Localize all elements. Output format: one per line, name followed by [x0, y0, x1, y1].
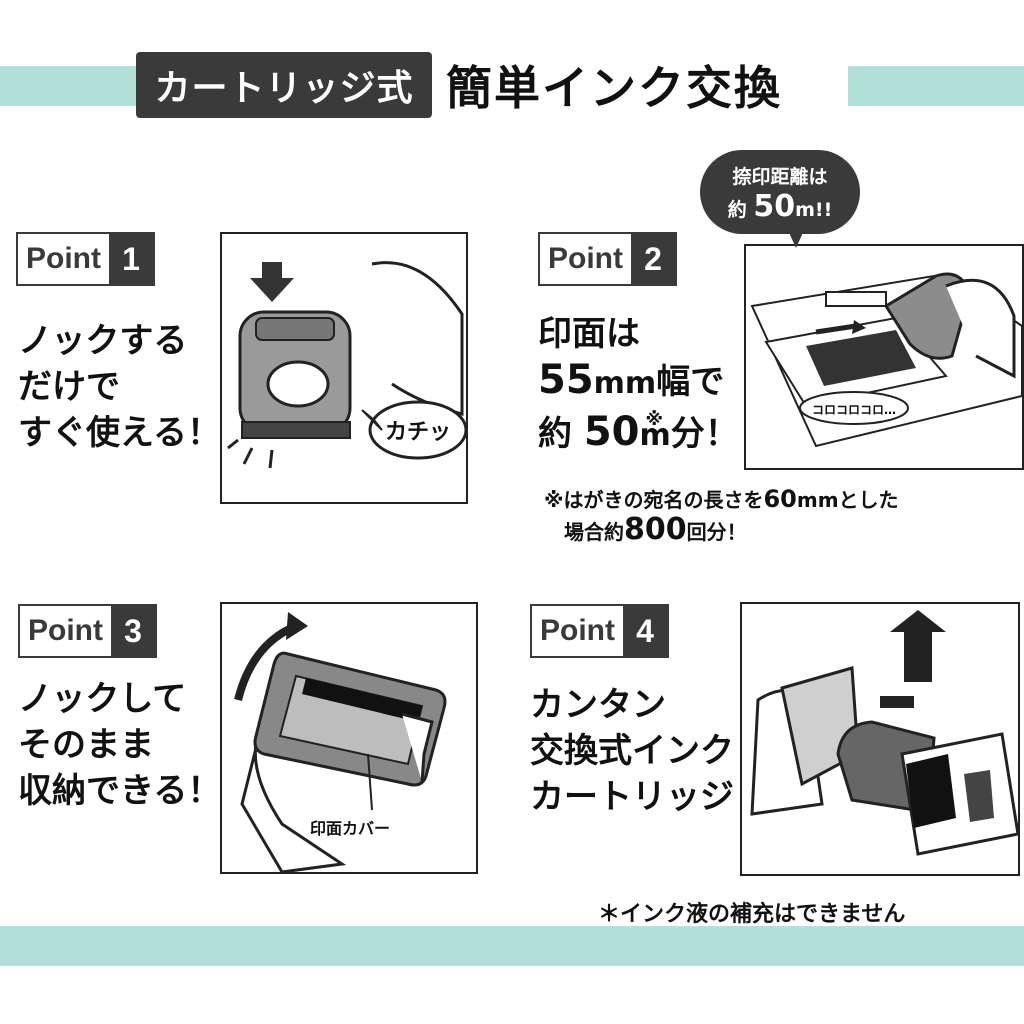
postcard-note-line2: 場合約800回分！ — [564, 512, 747, 547]
point-2-number: 2 — [631, 234, 675, 284]
point-2-line: 印面は — [538, 314, 640, 354]
point-3-label: Point — [28, 614, 103, 647]
roll-sound-text: コロコロコロ… — [812, 403, 896, 417]
point-4-line: カンタン — [530, 685, 666, 725]
point-3-number: 3 — [111, 606, 155, 656]
point-4-line: カートリッジ — [530, 777, 734, 817]
hand-shape — [371, 261, 464, 416]
speech-bubble — [368, 400, 466, 460]
point-4-illustration — [740, 602, 1020, 876]
note-count-value: 800 — [624, 512, 687, 547]
point-1-badge: Point 1 — [16, 232, 155, 286]
page-title: 簡単インク交換 — [446, 61, 782, 115]
distance-bubble-line1: 捺印距離は — [732, 166, 828, 188]
bottom-band — [0, 926, 1024, 966]
point-2-text: 印面は 55mm幅で 約 50m※ 分！ — [538, 310, 739, 460]
print-distance-value: 50 — [583, 409, 640, 455]
point-4-label: Point — [540, 614, 615, 647]
point-3-line: 収納できる！ — [18, 771, 222, 811]
point-4-badge: Point 4 — [530, 604, 669, 658]
print-distance-tail: 分！ — [670, 414, 739, 454]
point-1-line: ノックする — [18, 321, 188, 361]
point-1-line: すぐ使える！ — [18, 413, 221, 453]
point-2-label: Point — [548, 242, 623, 275]
distance-bubble-value: 50 — [753, 189, 796, 224]
cartridge-type-badge: カートリッジ式 — [136, 52, 432, 118]
point-3-line: そのまま — [18, 725, 154, 765]
click-sound-text: カチッ — [385, 420, 451, 445]
point-4-number: 4 — [623, 606, 667, 656]
distance-bubble-tail: m!! — [795, 199, 833, 221]
down-arrow-icon — [250, 262, 294, 302]
note-pre: ※はがきの宛名の長さを — [544, 488, 764, 512]
point-2-illustration: コロコロコロ… — [744, 244, 1024, 470]
point-1-line: だけで — [18, 367, 120, 407]
note-length-value: 60 — [763, 485, 797, 513]
point-3-text: ノックして そのまま 収納できる！ — [18, 676, 221, 814]
approx-label: 約 — [538, 414, 572, 454]
note-count-pre: 場合約 — [564, 520, 624, 544]
distance-bubble-tail-shape — [786, 226, 806, 248]
point-1-text: ノックする だけで すぐ使える！ — [18, 318, 221, 456]
point-3-line: ノックして — [18, 679, 187, 719]
top-band-right — [848, 66, 1024, 106]
roll-bubble — [799, 391, 909, 425]
point-1-label: Point — [26, 242, 101, 275]
point-1-illustration: カチッ — [220, 232, 468, 504]
up-arrow-icon — [890, 610, 946, 682]
refill-warning: ＊インク液の補充はできません — [598, 902, 906, 927]
point-2-badge: Point 2 — [538, 232, 677, 286]
print-width-unit: mm — [593, 366, 657, 401]
distance-bubble-approx: 約 — [727, 199, 747, 221]
point-4-line: 交換式インク — [530, 731, 734, 771]
top-band-left — [0, 66, 140, 106]
point-4-text: カンタン 交換式インク カートリッジ — [530, 682, 734, 820]
note-count-post: 回分！ — [686, 520, 747, 544]
point-3-badge: Point 3 — [18, 604, 157, 658]
postcard-note-line1: ※はがきの宛名の長さを60mmとした — [544, 484, 899, 513]
stamp-rolling — [883, 272, 972, 360]
printed-area — [806, 330, 916, 386]
point-3-illustration: 印面カバー — [220, 602, 478, 874]
print-width-word: 幅で — [656, 362, 725, 402]
footnote-mark: ※ — [645, 409, 664, 430]
distance-bubble: 捺印距離は 約 50m!! — [700, 150, 860, 234]
note-post: mmとした — [796, 488, 899, 512]
print-cover-label: 印面カバー — [310, 819, 390, 838]
print-width-value: 55 — [538, 357, 594, 403]
cartridge-type-label: カートリッジ式 — [154, 68, 414, 109]
print-distance-unit: m — [639, 418, 671, 453]
point-1-number: 1 — [109, 234, 153, 284]
